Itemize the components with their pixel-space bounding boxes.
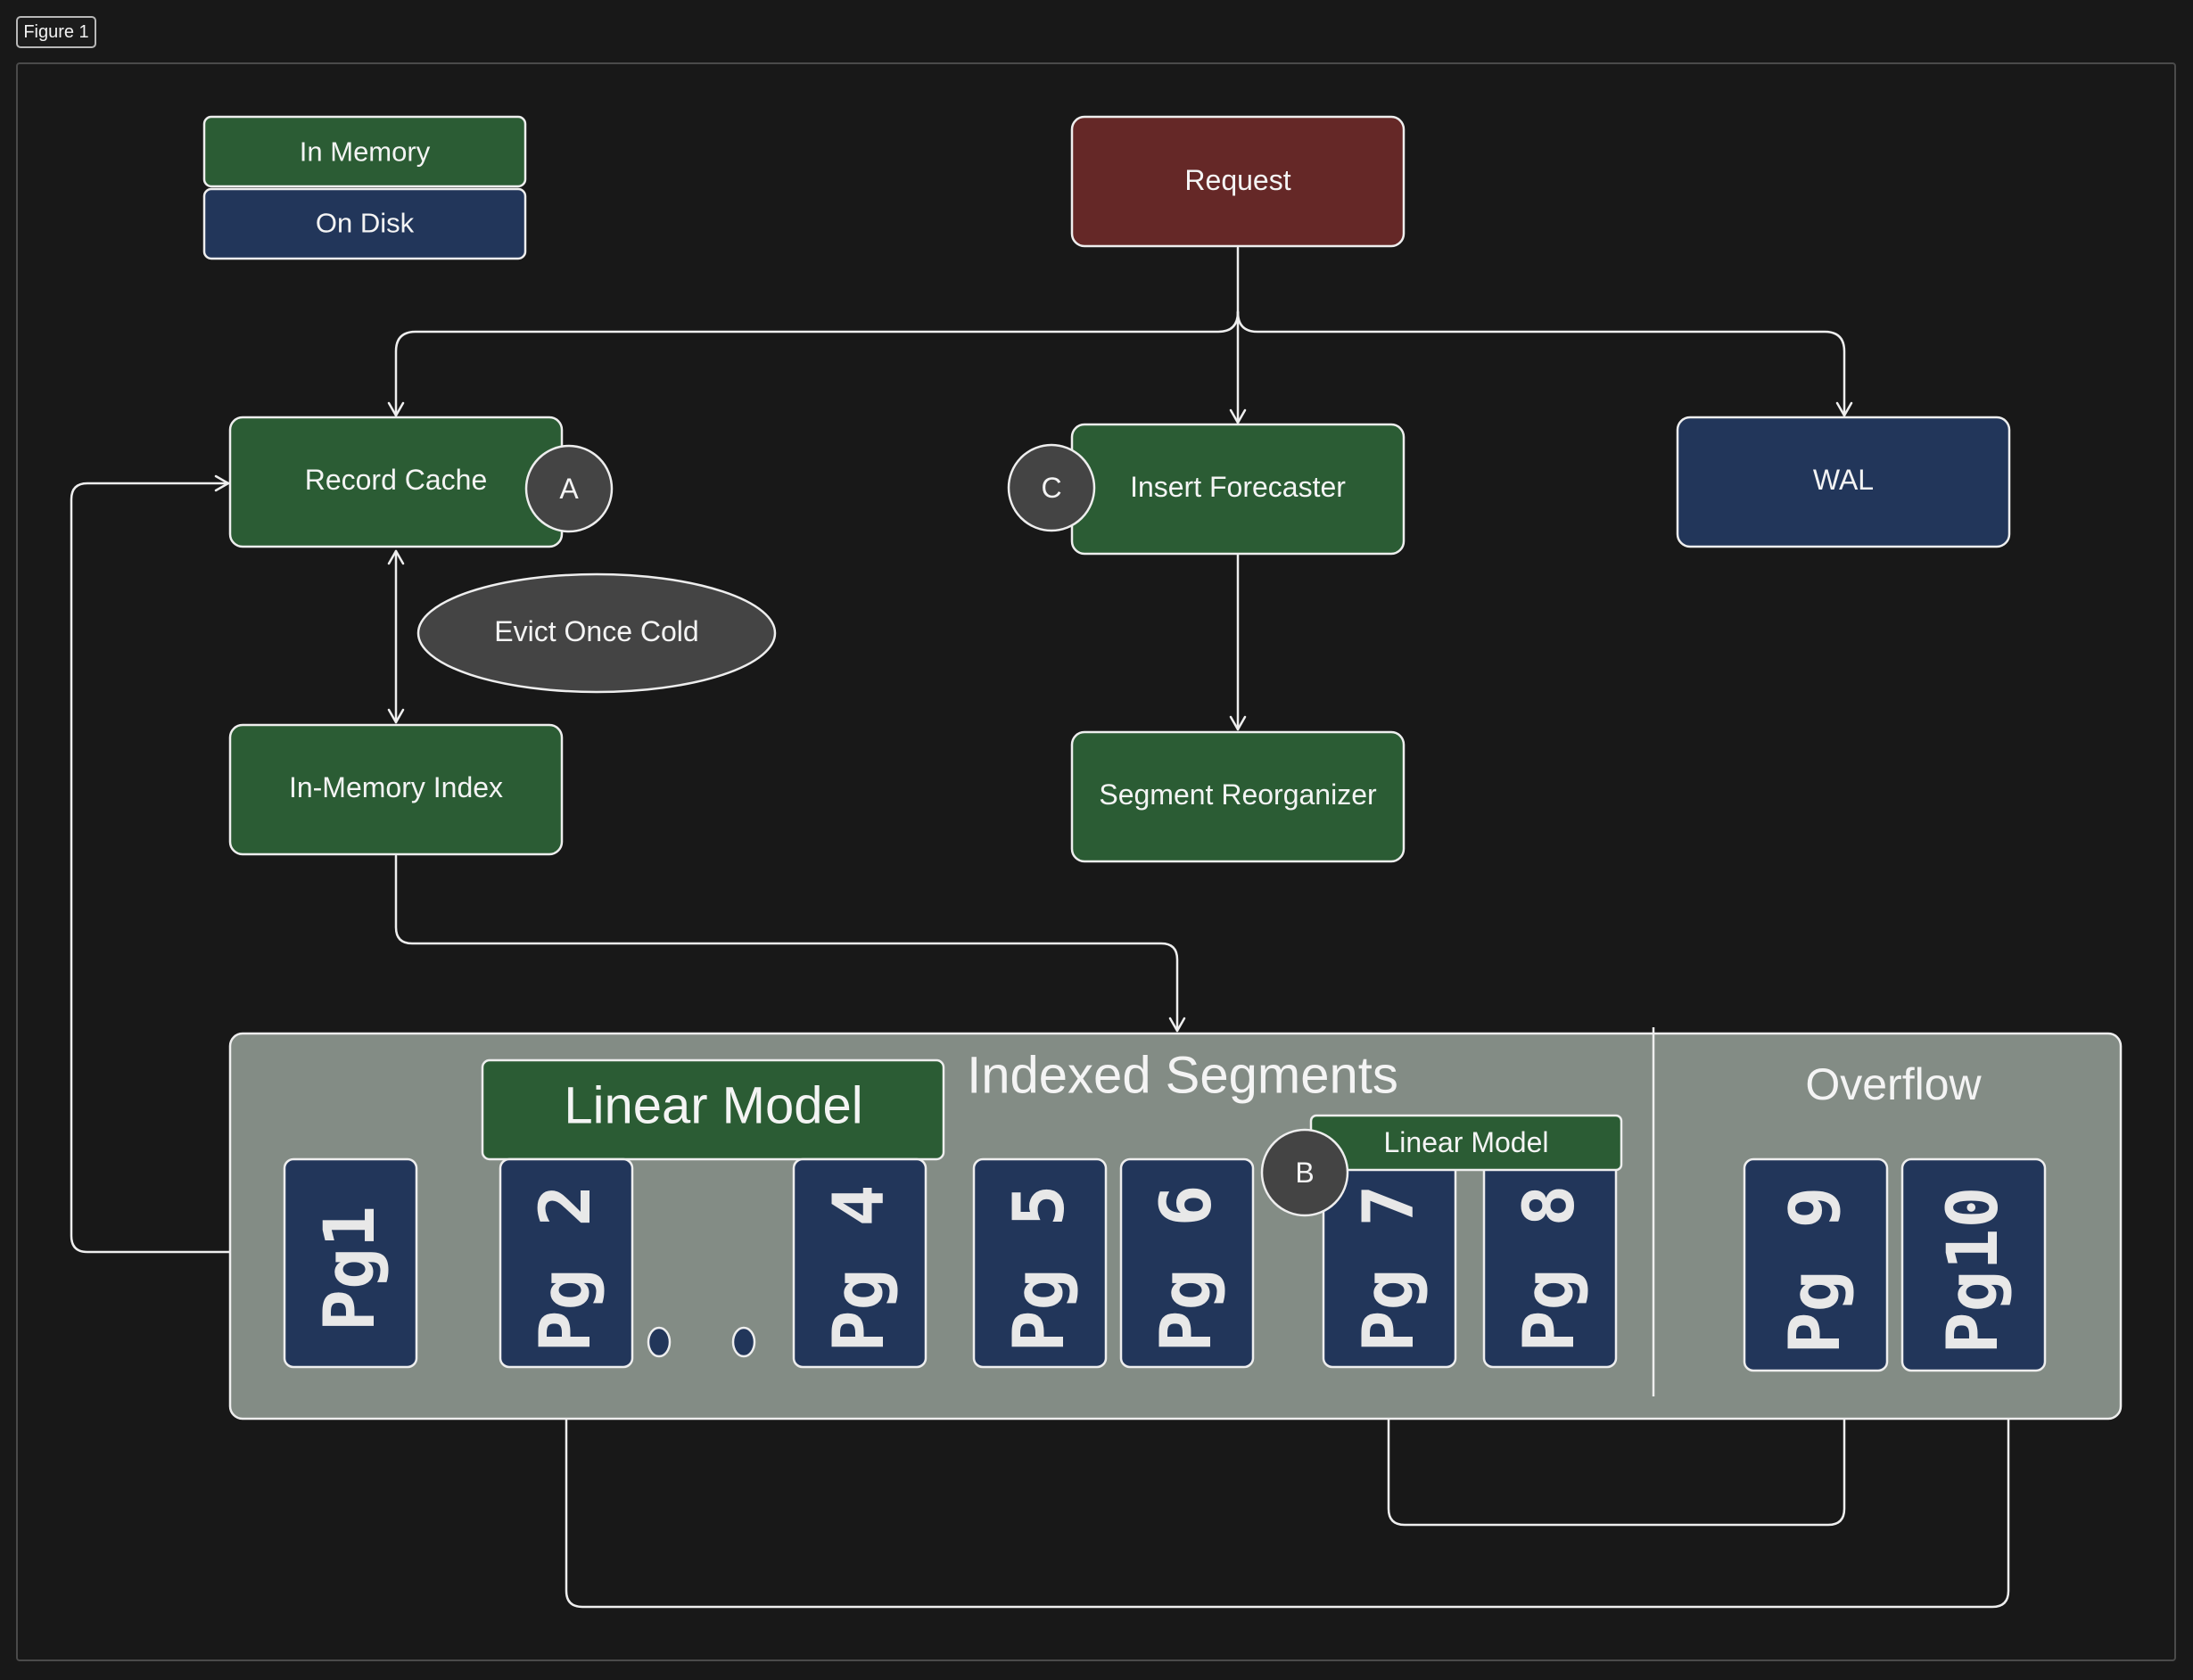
- legend-memory-label: In Memory: [300, 136, 431, 168]
- page-card: Pg 6: [1119, 1157, 1255, 1369]
- insert-forecaster-label: Insert Forecaster: [1130, 471, 1346, 503]
- evict-label: Evict Once Cold: [494, 615, 698, 647]
- badge-c-label: C: [1041, 472, 1061, 504]
- legend-disk-label: On Disk: [316, 208, 415, 239]
- page-label: Pg1: [310, 1206, 391, 1331]
- page-card: Pg 9: [1743, 1157, 1889, 1372]
- linear-model-large: Linear Model: [481, 1058, 945, 1161]
- page-label: Pg 6: [1147, 1185, 1227, 1353]
- in-memory-index-node[interactable]: In-Memory Index: [228, 723, 564, 856]
- indexed-segments-title: Indexed Segments: [967, 1047, 1398, 1105]
- ellipsis-dot: [731, 1326, 756, 1358]
- page-label: Pg 9: [1776, 1187, 1856, 1355]
- wal-node[interactable]: WAL: [1676, 416, 2011, 548]
- record-cache-label: Record Cache: [305, 464, 488, 496]
- page-label: Pg 7: [1349, 1185, 1430, 1353]
- linear-model-small-label: Linear Model: [1384, 1126, 1549, 1158]
- overflow-title: Overflow: [1805, 1059, 1982, 1109]
- wal-label: WAL: [1813, 464, 1874, 496]
- page-label: Pg 5: [1000, 1185, 1080, 1353]
- record-cache-node[interactable]: Record Cache: [228, 416, 564, 548]
- page-card: Pg10: [1900, 1157, 2047, 1372]
- pages-layer: Pg1 Pg 2 Pg 4 Pg 5 Pg 6 Pg 7 Pg 8 Pg 9 Pg10: [283, 1157, 2047, 1372]
- badge-b-label: B: [1295, 1157, 1314, 1189]
- legend: In Memory On Disk: [202, 115, 527, 260]
- badge-c: C: [1007, 443, 1096, 532]
- page-label: Pg 4: [820, 1185, 900, 1353]
- page-label: Pg10: [1933, 1187, 2014, 1355]
- edge-segments-to-record-cache: [70, 474, 232, 1254]
- edge-request-to-record-cache: [387, 310, 1240, 417]
- page-label: Pg 8: [1510, 1185, 1590, 1353]
- legend-memory-swatch: [202, 115, 527, 188]
- evict-note: Evict Once Cold: [416, 572, 777, 694]
- page-card: Pg 7: [1322, 1157, 1457, 1369]
- badge-a: A: [524, 444, 614, 533]
- in-memory-index-label: In-Memory Index: [289, 771, 503, 803]
- page-card: Pg 4: [792, 1157, 927, 1369]
- page-card: Pg 5: [972, 1157, 1108, 1369]
- ellipsis-dot: [647, 1326, 672, 1358]
- page-card: Pg 2: [499, 1157, 634, 1369]
- figure-tab[interactable]: Figure 1: [16, 16, 96, 48]
- request-node[interactable]: Request: [1070, 115, 1406, 248]
- badge-b: B: [1260, 1128, 1349, 1217]
- linear-model-large-label: Linear Model: [564, 1077, 862, 1135]
- linear-model-small: Linear Model: [1309, 1114, 1623, 1172]
- edge-index-to-segments: [394, 854, 1186, 1033]
- figure-frame: [16, 62, 2176, 1661]
- segment-reorganizer-node[interactable]: Segment Reorganizer: [1070, 730, 1406, 863]
- legend-disk-swatch: [202, 187, 527, 260]
- segment-reorganizer-label: Segment Reorganizer: [1099, 778, 1377, 811]
- page-card: Pg 8: [1482, 1157, 1618, 1369]
- page-card: Pg1: [283, 1157, 418, 1369]
- request-label: Request: [1184, 164, 1290, 196]
- insert-forecaster-node[interactable]: Insert Forecaster: [1070, 423, 1406, 556]
- edge-request-to-wal: [1236, 310, 1853, 417]
- page-label: Pg 2: [526, 1185, 606, 1353]
- badge-a-label: A: [559, 473, 579, 505]
